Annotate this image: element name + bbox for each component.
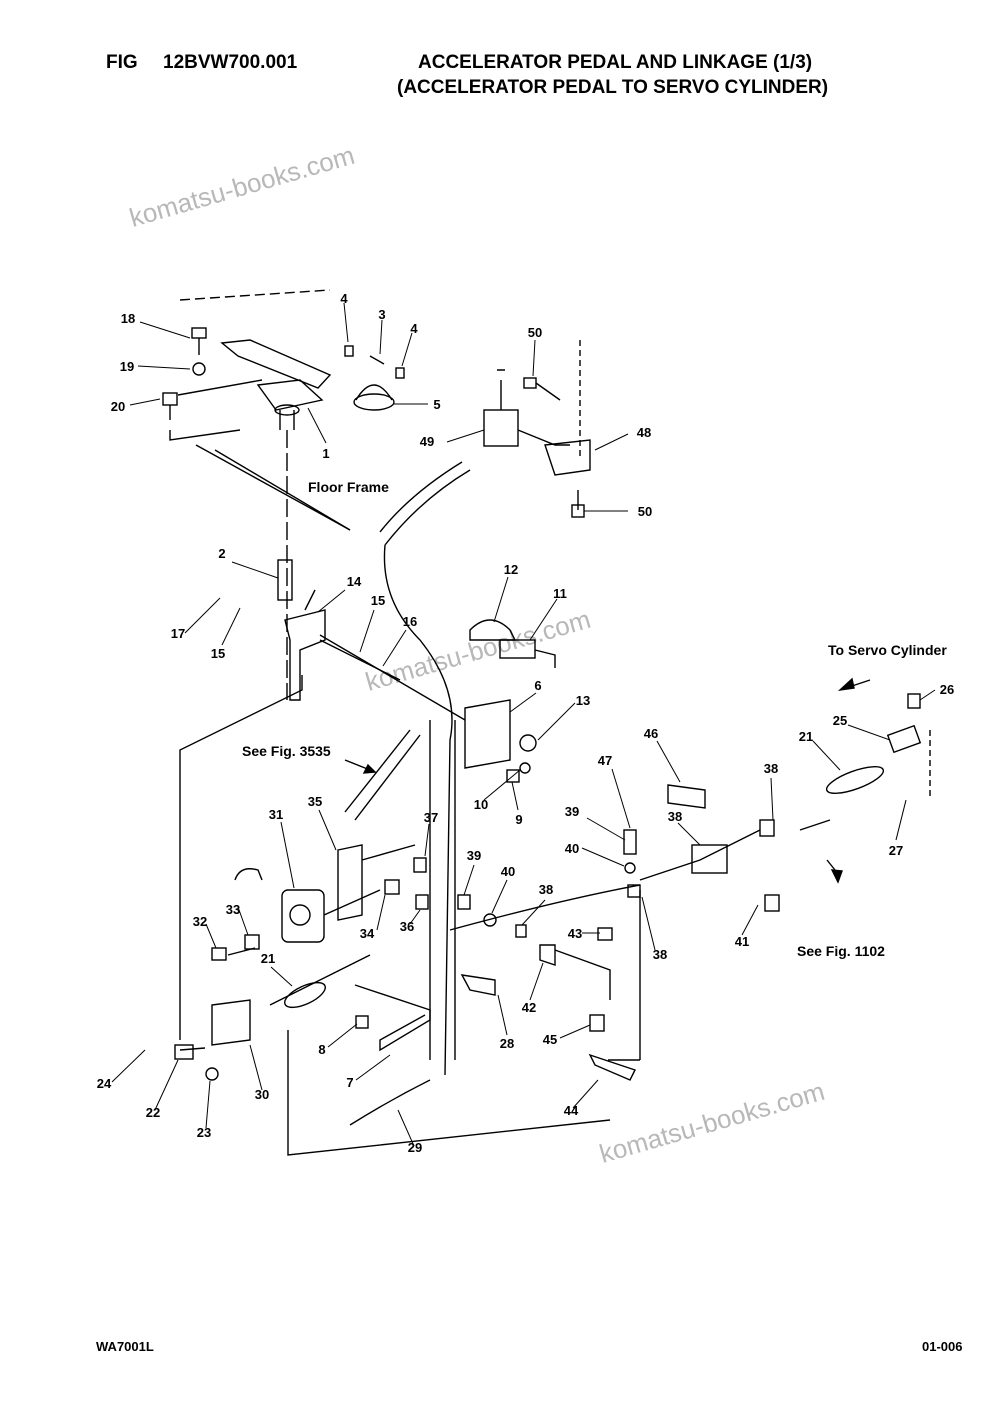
callout-number: 45 [543, 1032, 557, 1047]
to-servo-cylinder-label: To Servo Cylinder [828, 642, 947, 658]
callout-number: 13 [576, 693, 590, 708]
callout-number: 26 [940, 682, 954, 697]
callout-number: 11 [553, 586, 567, 601]
callout-number: 7 [346, 1075, 353, 1090]
callout-number: 48 [637, 425, 651, 440]
callout-number: 24 [97, 1076, 112, 1091]
callout-number: 4 [410, 321, 418, 336]
fig-label: FIG [106, 52, 138, 73]
floor-frame-label: Floor Frame [308, 479, 389, 495]
callout-number: 37 [424, 810, 438, 825]
see-fig-1102-label: See Fig. 1102 [797, 943, 885, 959]
callout-number: 40 [565, 841, 579, 856]
callout-number: 15 [371, 593, 385, 608]
callout-number: 42 [522, 1000, 536, 1015]
callout-number: 19 [120, 359, 134, 374]
callout-number: 36 [400, 919, 414, 934]
callout-number: 38 [653, 947, 667, 962]
callout-number: 31 [269, 807, 283, 822]
callout-number: 14 [347, 574, 362, 589]
callout-number: 47 [598, 753, 612, 768]
footer-drawing-code: WA7001L [96, 1339, 154, 1354]
callout-number: 38 [539, 882, 553, 897]
callout-number: 21 [261, 951, 275, 966]
callout-number: 49 [420, 434, 434, 449]
callout-number: 32 [193, 914, 207, 929]
fig-number: 12BVW700.001 [163, 52, 298, 73]
callout-number: 41 [735, 934, 749, 949]
callout-number: 6 [534, 678, 541, 693]
callout-number: 39 [565, 804, 579, 819]
callout-number: 4 [340, 291, 348, 306]
callout-number: 43 [568, 926, 582, 941]
callout-number: 12 [504, 562, 518, 577]
callout-number: 39 [467, 848, 481, 863]
callout-number: 17 [171, 626, 185, 641]
title-line-2: (ACCELERATOR PEDAL TO SERVO CYLINDER) [397, 77, 829, 98]
callout-number: 25 [833, 713, 847, 728]
callout-number: 10 [474, 797, 488, 812]
callout-number: 27 [889, 843, 903, 858]
callout-number: 23 [197, 1125, 211, 1140]
footer-page-number: 01-006 [922, 1339, 963, 1354]
callout-number: 50 [528, 325, 542, 340]
callout-number: 20 [111, 399, 125, 414]
callout-number: 18 [121, 311, 135, 326]
callout-number: 8 [318, 1042, 325, 1057]
callout-number: 21 [799, 729, 813, 744]
callout-number: 30 [255, 1087, 269, 1102]
callout-number: 1 [322, 446, 329, 461]
callout-number: 38 [764, 761, 778, 776]
callout-number: 16 [403, 614, 417, 629]
see-fig-3535-label: See Fig. 3535 [242, 743, 331, 759]
callout-number: 33 [226, 902, 240, 917]
callout-number: 15 [211, 646, 225, 661]
title-line-1: ACCELERATOR PEDAL AND LINKAGE (1/3) [418, 52, 813, 73]
callout-number: 34 [360, 926, 375, 941]
callout-number: 44 [564, 1103, 579, 1118]
callout-number: 9 [515, 812, 522, 827]
callout-number: 46 [644, 726, 658, 741]
callout-number: 35 [308, 794, 322, 809]
callout-number: 2 [218, 546, 225, 561]
callout-number: 22 [146, 1105, 160, 1120]
callout-number: 5 [433, 397, 440, 412]
callout-number: 29 [408, 1140, 422, 1155]
callout-number: 3 [378, 307, 385, 322]
callout-number: 50 [638, 504, 652, 519]
callout-number: 28 [500, 1036, 514, 1051]
callout-number: 40 [501, 864, 515, 879]
callout-number: 38 [668, 809, 682, 824]
